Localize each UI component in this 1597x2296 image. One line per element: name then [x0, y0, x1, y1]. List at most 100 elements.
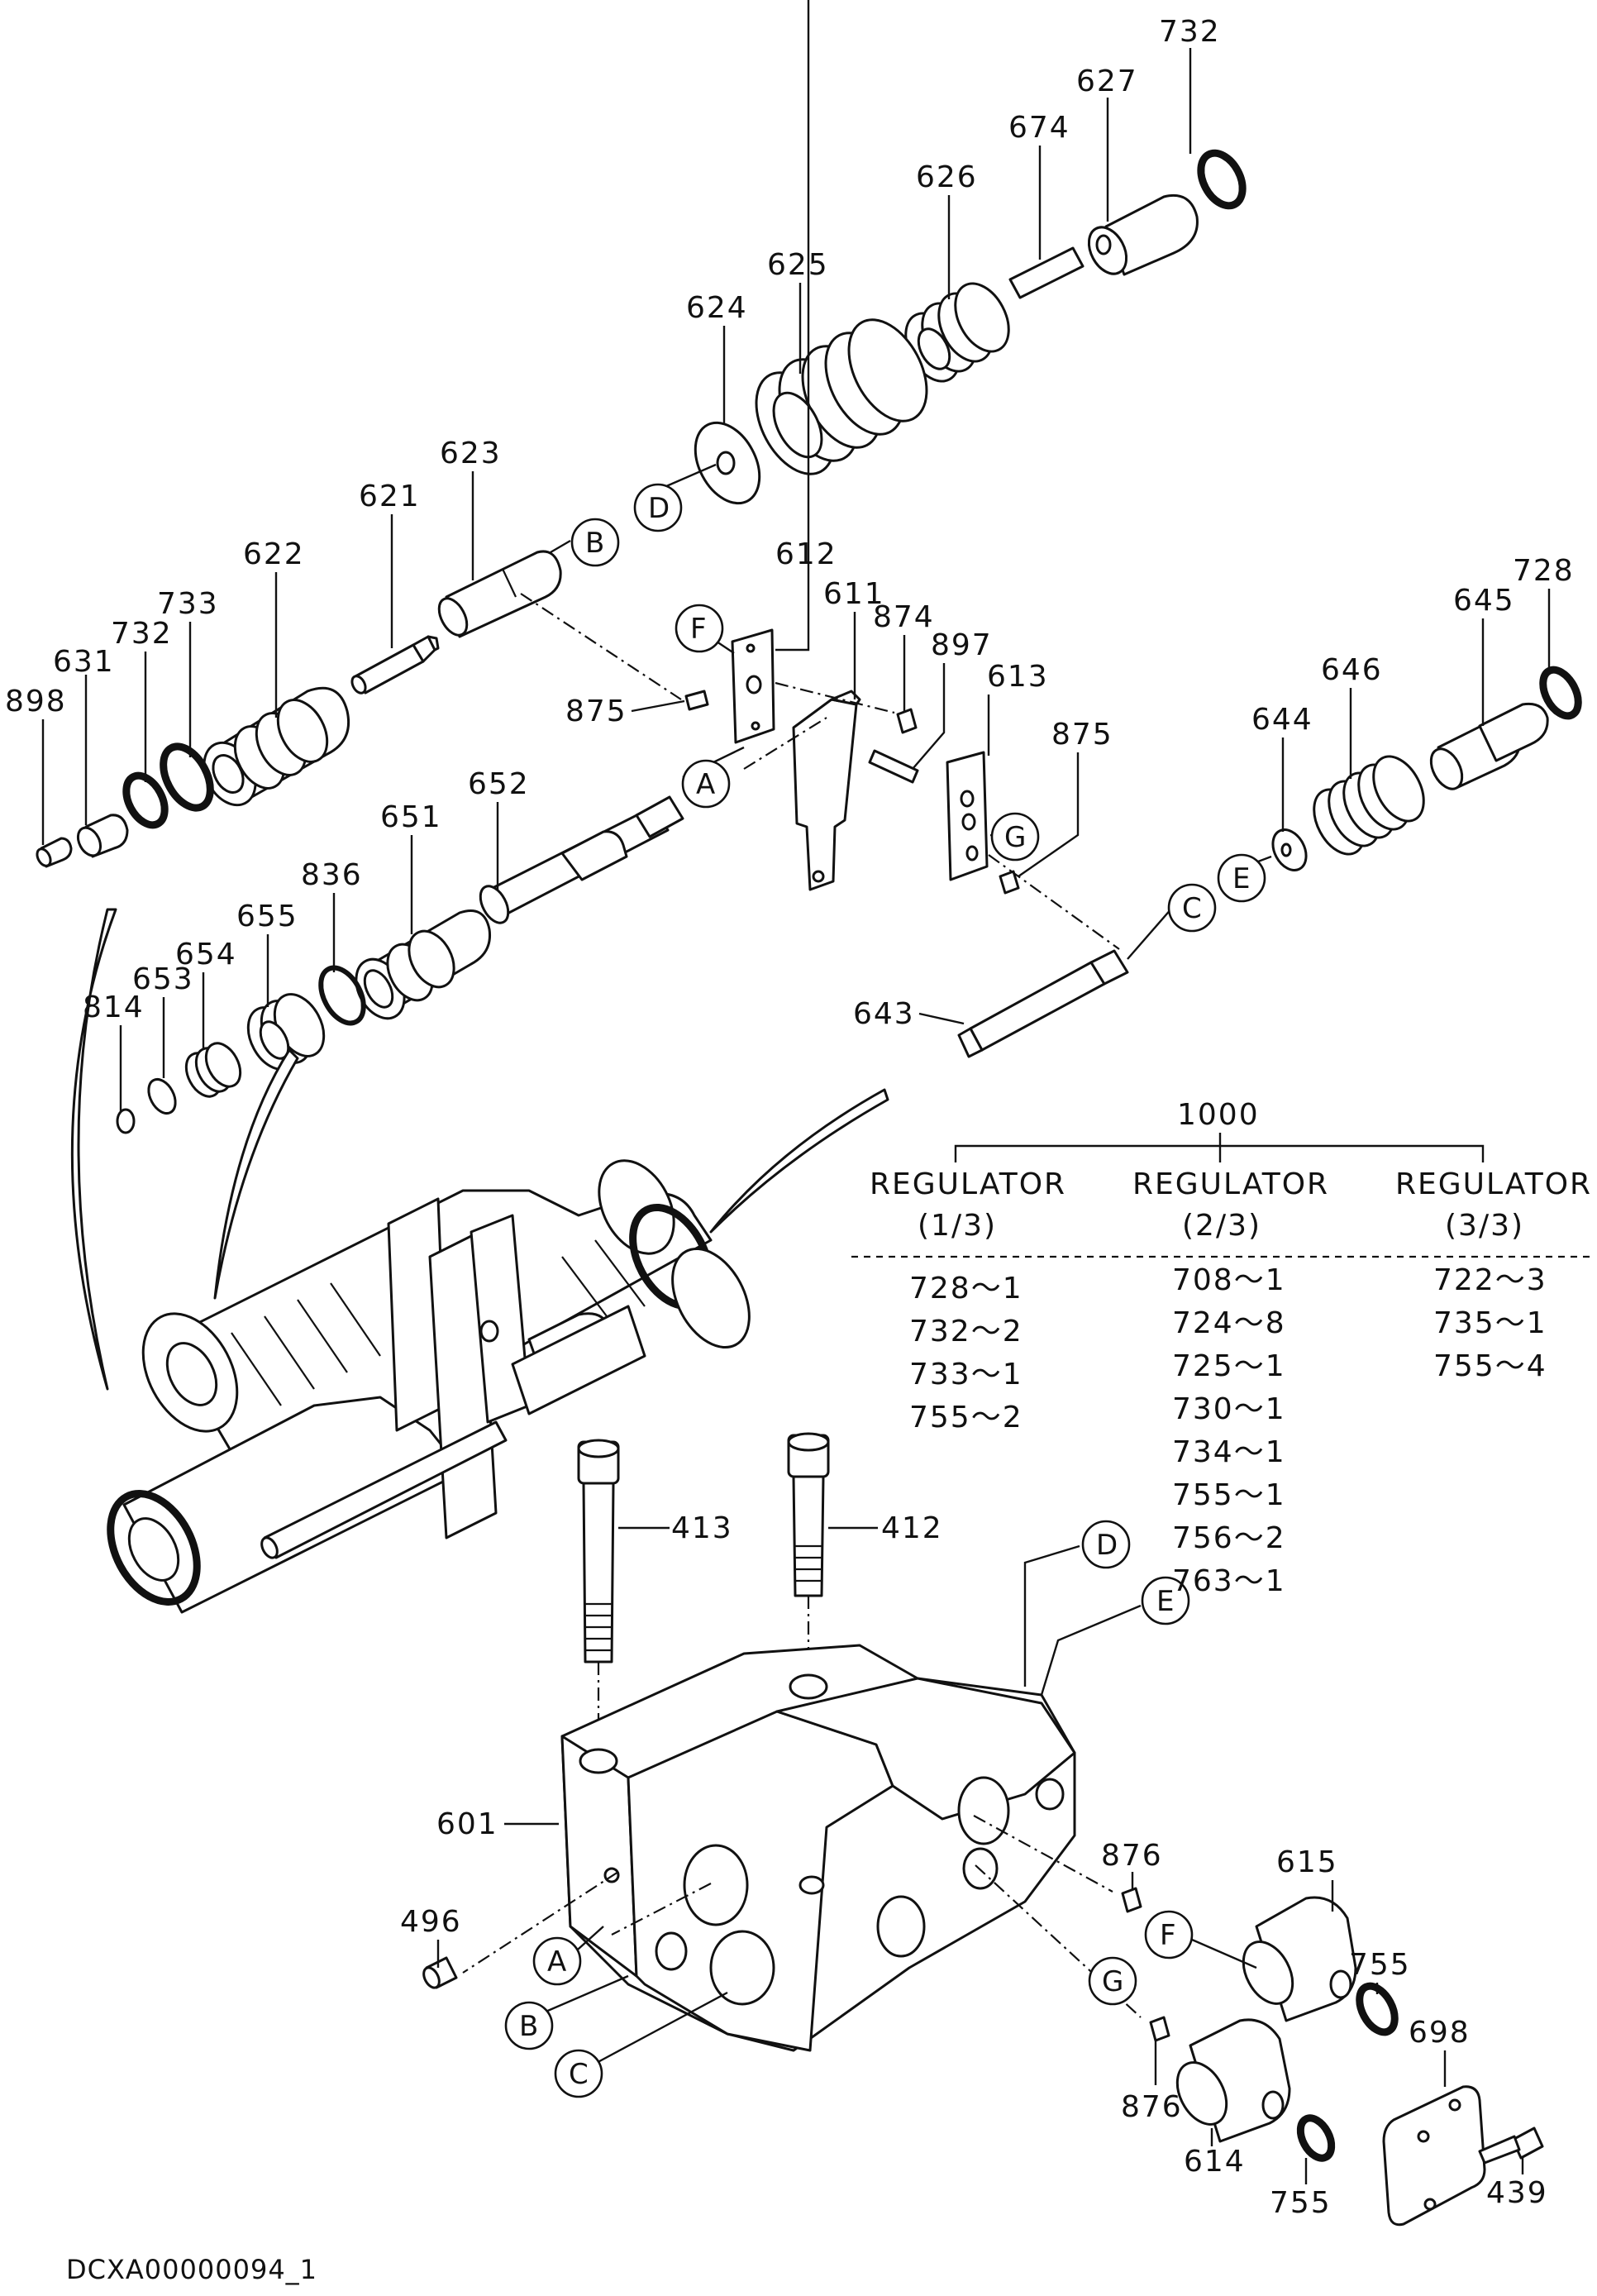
label-876-lower: 876: [1121, 2090, 1183, 2124]
label-625: 625: [767, 248, 829, 282]
table-row: 755～4: [1433, 1349, 1547, 1383]
label-876-upper: 876: [1101, 1839, 1163, 1873]
table-bracket: [954, 1133, 1485, 1162]
plug-645: [1429, 702, 1549, 790]
middle-spool-assembly: [116, 795, 684, 1134]
pin-897: [868, 749, 919, 784]
callout-G-upper: G: [990, 812, 1040, 862]
table-col2-header: REGULATOR: [1132, 1167, 1329, 1201]
label-615: 615: [1276, 1845, 1338, 1879]
table-col1-rows: 728～1 732～2 733～1 755～2: [909, 1272, 1023, 1434]
table-row: 730～1: [1172, 1392, 1286, 1426]
spool-652: [479, 795, 684, 924]
pin-898: [36, 837, 73, 868]
label-698: 698: [1409, 2016, 1471, 2050]
label-732-top: 732: [1159, 15, 1221, 49]
callout-E-lower: E: [1141, 1576, 1190, 1625]
pin-674: [1008, 246, 1085, 299]
label-645: 645: [1453, 584, 1515, 618]
arrow-curve-left: [70, 908, 117, 1391]
label-631: 631: [53, 645, 115, 679]
snap-ring-836: [318, 965, 366, 1026]
table-row: 722～3: [1433, 1263, 1547, 1297]
label-755-lower: 755: [1270, 2186, 1332, 2220]
svg-text:F: F: [690, 613, 707, 646]
label-644: 644: [1251, 703, 1313, 737]
label-875-right: 875: [1051, 718, 1113, 752]
cover-698: [1382, 2085, 1486, 2227]
label-496: 496: [400, 1905, 462, 1939]
callout-G-lower: G: [1088, 1956, 1137, 2006]
spring-654: [184, 1042, 242, 1098]
callout-E-upper: E: [1217, 853, 1266, 903]
label-654: 654: [175, 938, 237, 971]
svg-text:E: E: [1156, 1585, 1174, 1618]
label-413: 413: [671, 1511, 733, 1545]
label-728: 728: [1513, 554, 1575, 588]
svg-text:C: C: [1182, 892, 1202, 925]
assembled-view: [70, 908, 889, 1614]
lever-611: [792, 690, 861, 891]
label-623: 623: [440, 437, 502, 470]
svg-text:G: G: [1004, 821, 1026, 854]
label-836: 836: [301, 858, 363, 892]
svg-text:C: C: [569, 2058, 589, 2091]
spring-625: [755, 318, 928, 475]
svg-text:B: B: [585, 527, 604, 560]
spool-623: [437, 550, 562, 638]
table-row: 755～2: [909, 1401, 1023, 1434]
arrow-curve-middle: [213, 1048, 299, 1300]
table-col3-header: REGULATOR: [1395, 1167, 1592, 1201]
seat-644: [1271, 828, 1308, 871]
parts-table: 1000 REGULATOR REGULATOR REGULATOR (1/3)…: [851, 1098, 1592, 1598]
label-652: 652: [468, 767, 530, 801]
table-col2-sub: (2/3): [1182, 1209, 1261, 1243]
label-655: 655: [236, 900, 298, 933]
lever-assembly: [684, 628, 1020, 895]
table-row: 732～2: [909, 1315, 1023, 1348]
table-row: 728～1: [909, 1272, 1023, 1306]
cap-614: [1175, 2018, 1291, 2143]
callout-A-lower: A: [532, 1936, 582, 1986]
label-611: 611: [823, 577, 885, 611]
svg-text:G: G: [1102, 1965, 1123, 1998]
table-assembly-number: 1000: [1177, 1098, 1260, 1132]
label-412: 412: [881, 1511, 943, 1545]
label-613: 613: [987, 660, 1049, 694]
callout-C-lower: C: [554, 2049, 603, 2098]
plug-496: [422, 1956, 458, 1989]
rod-621: [350, 635, 440, 695]
callout-C-upper: C: [1167, 883, 1217, 933]
svg-text:A: A: [696, 768, 715, 801]
washer-653: [147, 1077, 177, 1115]
label-874: 874: [873, 600, 935, 634]
label-875-left: 875: [565, 695, 627, 728]
o-ring-732-top: [1197, 149, 1247, 210]
o-ring-733: [160, 742, 214, 812]
callout-A-upper: A: [681, 759, 731, 809]
label-651: 651: [380, 800, 442, 834]
part-labels: 732 627 674 626 625 624 623 621 622 733 …: [5, 15, 1575, 2220]
pin-876-upper: [1121, 1887, 1142, 1913]
rod-643: [957, 949, 1129, 1058]
label-624: 624: [686, 291, 748, 325]
table-row: 725～1: [1172, 1349, 1286, 1383]
o-ring-732-left: [122, 771, 169, 829]
spring-seat-624: [694, 421, 761, 505]
label-898: 898: [5, 685, 67, 718]
label-439: 439: [1486, 2176, 1548, 2210]
label-646: 646: [1321, 653, 1383, 687]
plate-612: [731, 628, 775, 744]
o-ring-755-upper: [1356, 1982, 1399, 2036]
drawing-reference-code: DCXA00000094_1: [66, 2254, 317, 2285]
right-spool-assembly: [957, 666, 1582, 1058]
callout-D-lower: D: [1081, 1520, 1131, 1569]
clip-814: [116, 1108, 136, 1134]
label-621: 621: [359, 480, 421, 513]
svg-text:E: E: [1232, 862, 1250, 895]
o-ring-755-lower: [1296, 2114, 1336, 2162]
svg-text:D: D: [648, 492, 670, 525]
callout-F-upper: F: [675, 604, 724, 653]
